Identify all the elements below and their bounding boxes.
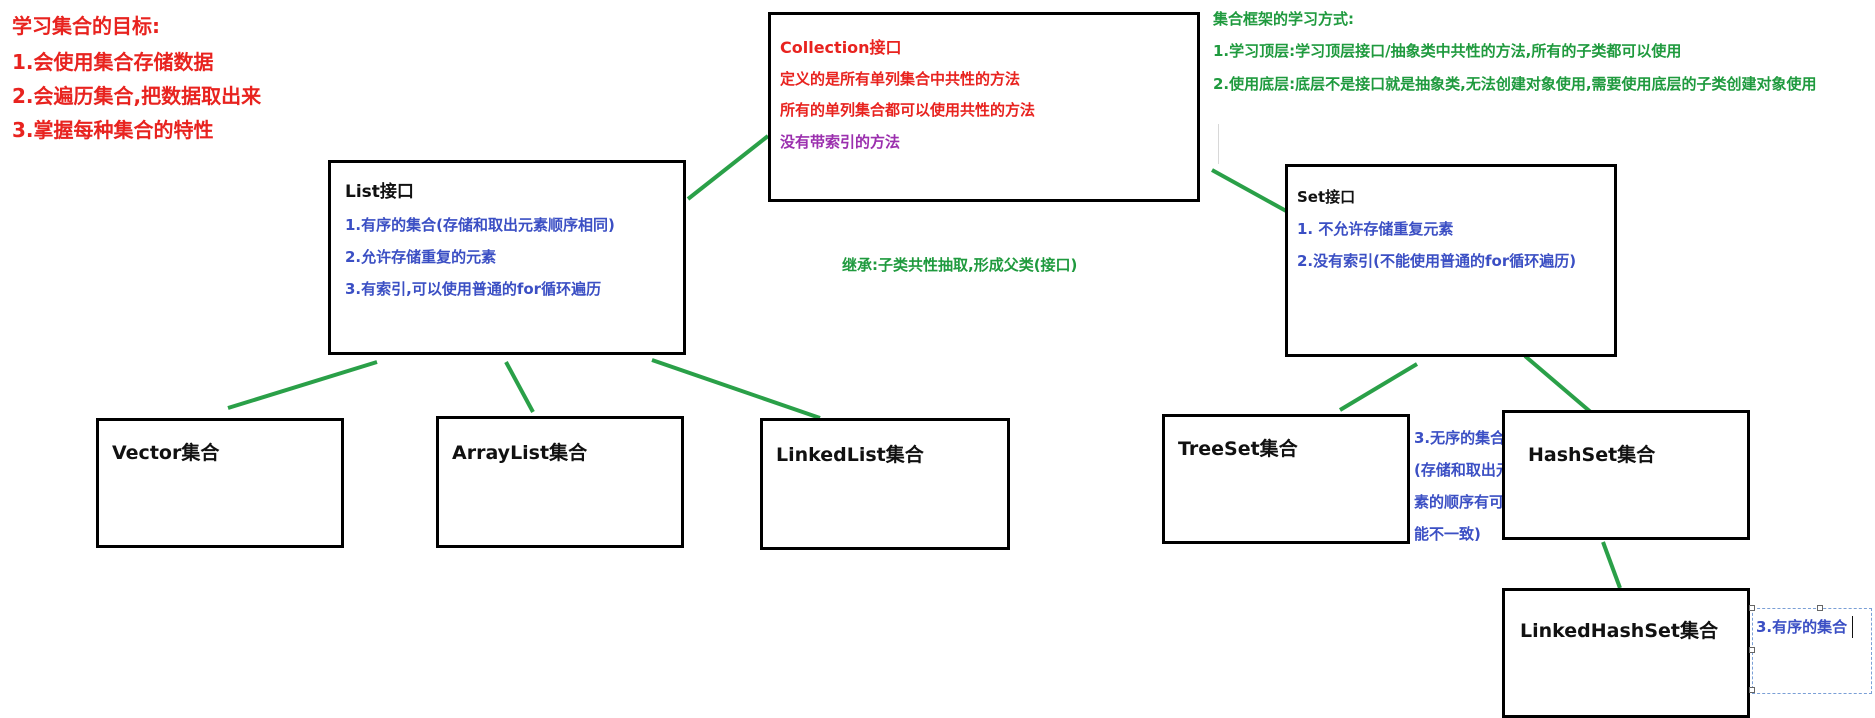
arraylist-title: ArrayList集合 — [452, 442, 588, 464]
list-title: List接口 — [345, 182, 414, 202]
collection-title: Collection接口 — [780, 38, 902, 57]
connector-set-treeset — [1338, 362, 1419, 412]
inheritance-note: 继承:子类共性抽取,形成父类(接口) — [842, 256, 1078, 274]
connector-list-linkedlist — [651, 358, 821, 420]
resize-handle-left[interactable] — [1749, 647, 1755, 653]
hashset-title: HashSet集合 — [1528, 444, 1656, 466]
linkedhashset-box — [1502, 588, 1750, 718]
resize-handle-top-left[interactable] — [1749, 605, 1755, 611]
divider — [1218, 124, 1219, 164]
treeset-box — [1162, 414, 1410, 544]
framework-item-2: 2.使用底层:底层不是接口就是抽象类,无法创建对象使用,需要使用底层的子类创建对… — [1213, 75, 1817, 93]
connector-hashset-linkedhashset — [1601, 541, 1622, 589]
treeset-title: TreeSet集合 — [1178, 438, 1298, 460]
list-interface-box — [328, 160, 686, 355]
collection-desc-3: 没有带索引的方法 — [780, 133, 901, 151]
vector-box — [96, 418, 344, 548]
text-caret — [1852, 616, 1853, 638]
list-desc-2: 2.允许存储重复的元素 — [345, 248, 497, 266]
set-interface-box — [1285, 164, 1617, 357]
resize-handle-top[interactable] — [1817, 605, 1823, 611]
connector-lines — [227, 134, 1622, 589]
set-desc-1: 1. 不允许存储重复元素 — [1297, 220, 1454, 238]
arraylist-box — [436, 416, 684, 548]
linkedlist-title: LinkedList集合 — [776, 444, 924, 466]
resize-handle-bottom-left[interactable] — [1749, 687, 1755, 693]
goal-item-1: 1.会使用集合存储数据 — [12, 50, 214, 74]
collection-desc-1: 定义的是所有单列集合中共性的方法 — [780, 70, 1021, 88]
text-box-selection[interactable] — [1749, 605, 1872, 694]
connector-list-vector — [227, 360, 378, 410]
linkedlist-box — [760, 418, 1010, 550]
framework-title: 集合框架的学习方式: — [1213, 10, 1354, 28]
linkedhashset-ordered-note[interactable]: 3.有序的集合 — [1756, 618, 1848, 636]
goals-title: 学习集合的目标: — [12, 14, 160, 38]
framework-item-1: 1.学习顶层:学习顶层接口/抽象类中共性的方法,所有的子类都可以使用 — [1213, 42, 1682, 60]
connector-set-collection — [1211, 168, 1289, 214]
hashset-box — [1502, 410, 1750, 540]
goal-item-2: 2.会遍历集合,把数据取出来 — [12, 84, 262, 108]
list-desc-3: 3.有索引,可以使用普通的for循环遍历 — [345, 280, 602, 298]
linkedhashset-title: LinkedHashSet集合 — [1520, 620, 1718, 642]
collection-desc-2: 所有的单列集合都可以使用共性的方法 — [780, 101, 1036, 119]
goal-item-3: 3.掌握每种集合的特性 — [12, 118, 214, 142]
collection-interface-box — [768, 12, 1200, 202]
vector-title: Vector集合 — [112, 442, 220, 464]
connector-set-hashset — [1523, 354, 1602, 422]
connector-list-arraylist — [504, 361, 535, 413]
diagram-canvas: 学习集合的目标: 1.会使用集合存储数据 2.会遍历集合,把数据取出来 3.掌握… — [12, 10, 1872, 718]
connector-list-collection — [686, 134, 770, 201]
list-desc-1: 1.有序的集合(存储和取出元素顺序相同) — [345, 216, 615, 234]
set-title: Set接口 — [1297, 188, 1356, 206]
hashset-unordered-note: 3.无序的集合(存储和取出元素的顺序有可能不一致) — [1414, 429, 1511, 543]
set-desc-2: 2.没有索引(不能使用普通的for循环遍历) — [1297, 252, 1577, 270]
